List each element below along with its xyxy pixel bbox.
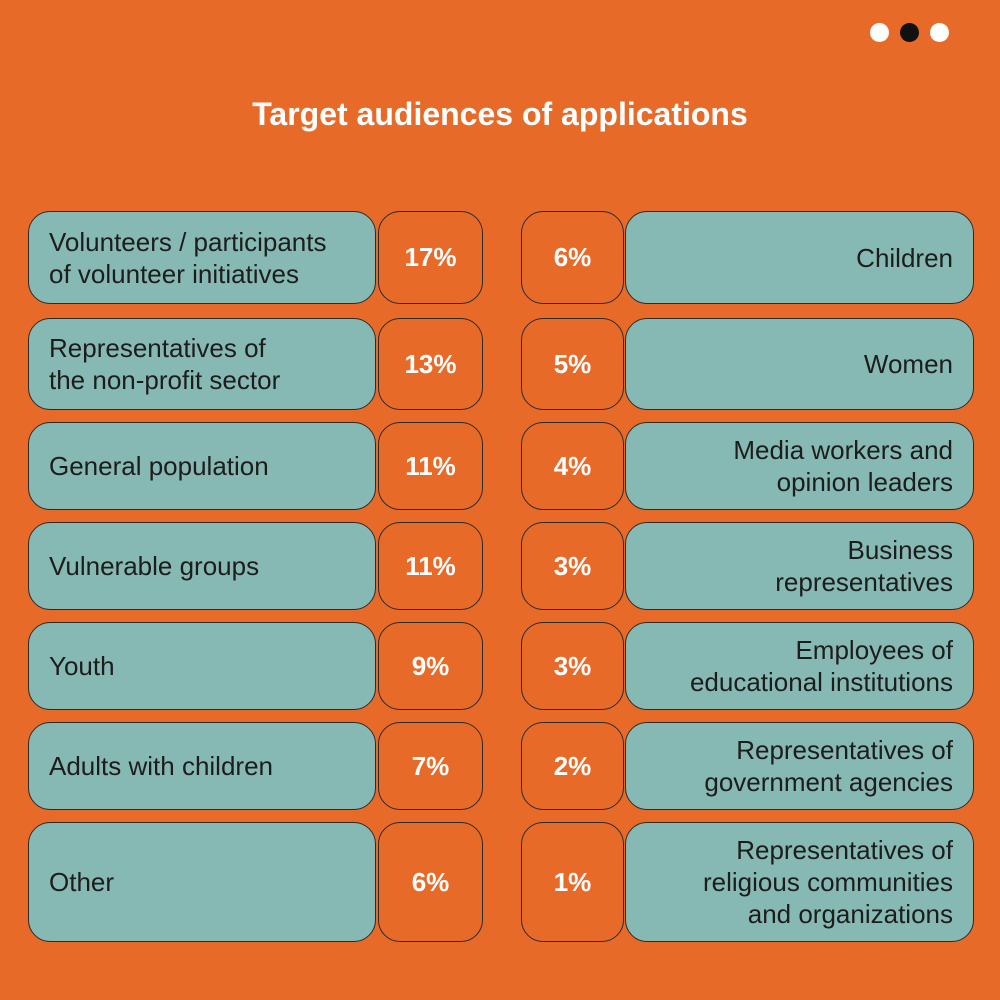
page-title: Target audiences of applications — [252, 96, 748, 132]
left-audience-percent: 6% — [378, 822, 483, 942]
left-audience-label: Volunteers / participants of volunteer i… — [28, 211, 376, 304]
right-audience-label: Women — [625, 318, 974, 410]
left-audience-label: Adults with children — [28, 722, 376, 810]
right-audience-label: Children — [625, 211, 974, 304]
right-audience-percent: 3% — [521, 622, 624, 710]
right-audience-percent: 4% — [521, 422, 624, 510]
right-audience-percent: 2% — [521, 722, 624, 810]
left-audience-percent: 11% — [378, 522, 483, 610]
left-audience-percent: 13% — [378, 318, 483, 410]
pagination-dots — [870, 23, 950, 43]
right-audience-percent: 1% — [521, 822, 624, 942]
right-audience-label: Representatives of government agencies — [625, 722, 974, 810]
right-audience-label: Media workers and opinion leaders — [625, 422, 974, 510]
left-audience-label: Vulnerable groups — [28, 522, 376, 610]
left-audience-percent: 17% — [378, 211, 483, 304]
left-audience-percent: 7% — [378, 722, 483, 810]
right-audience-percent: 6% — [521, 211, 624, 304]
pagination-dot-2[interactable] — [900, 23, 919, 42]
left-audience-label: Representatives of the non-profit sector — [28, 318, 376, 410]
left-audience-label: Youth — [28, 622, 376, 710]
left-audience-label: Other — [28, 822, 376, 942]
right-audience-label: Representatives of religious communities… — [625, 822, 974, 942]
right-audience-percent: 5% — [521, 318, 624, 410]
left-audience-label: General population — [28, 422, 376, 510]
right-audience-percent: 3% — [521, 522, 624, 610]
right-audience-label: Business representatives — [625, 522, 974, 610]
left-audience-percent: 9% — [378, 622, 483, 710]
left-audience-percent: 11% — [378, 422, 483, 510]
pagination-dot-3[interactable] — [930, 23, 949, 42]
right-audience-label: Employees of educational institutions — [625, 622, 974, 710]
pagination-dot-1[interactable] — [870, 23, 889, 42]
